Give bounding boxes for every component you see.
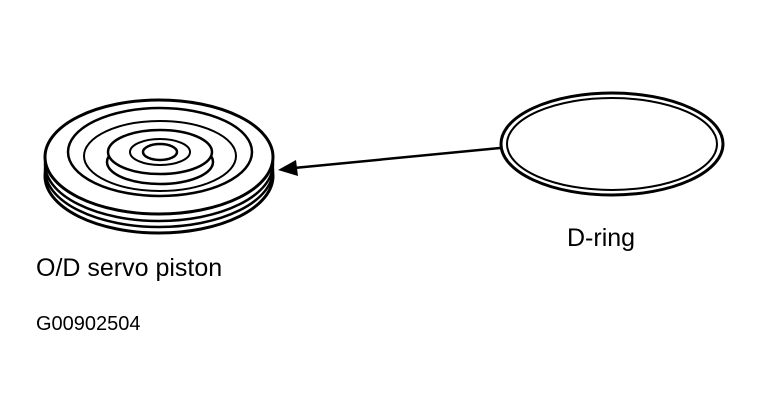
servo-piston-drawing [43,98,275,235]
piston-hub-ring [129,138,191,166]
figure-id-label: G00902504 [36,313,141,335]
piston-recess-inner [83,120,237,192]
piston-hub-top [106,128,214,176]
arrow-shaft [292,146,502,170]
leader-arrow [278,146,502,176]
d-ring-inner [506,97,718,191]
arrow-head [278,160,298,176]
d-ring-label: D-ring [567,224,636,252]
piston-center-bore [141,142,179,162]
d-ring-drawing [499,91,725,197]
d-ring-outer [499,91,725,197]
piston-recess-outer [66,106,254,198]
servo-piston-label: O/D servo piston [36,254,223,282]
